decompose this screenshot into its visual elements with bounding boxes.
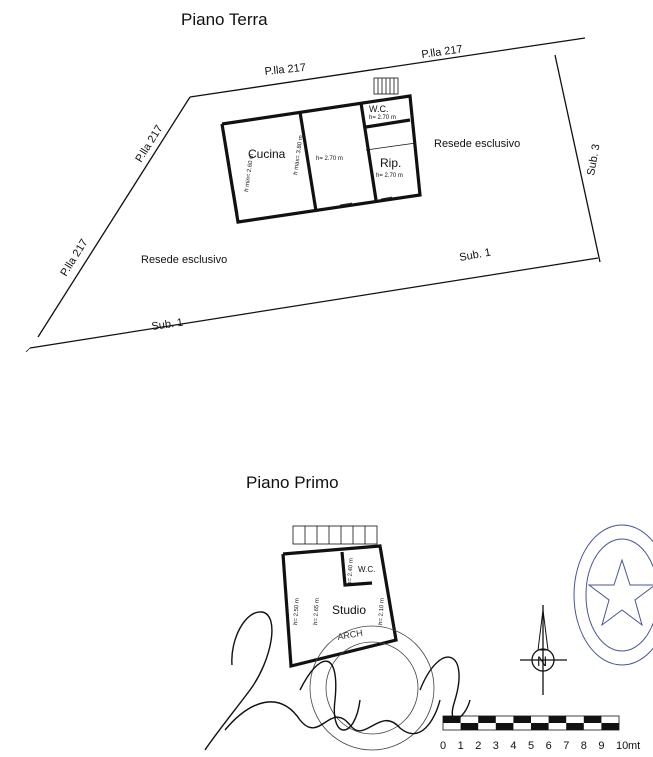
yard-label: Resede esclusivo — [141, 254, 227, 266]
first-floor-building — [281, 525, 398, 669]
stamp-text: ARCH — [337, 628, 364, 642]
room-label-wc: W.C. — [358, 565, 375, 574]
boundary-east — [554, 54, 601, 263]
height-label: h= 2.40 m — [347, 558, 355, 585]
signature — [204, 611, 471, 751]
boundary-south — [29, 257, 599, 349]
first-floor-title: Piano Primo — [246, 473, 339, 492]
boundary-north — [189, 37, 586, 98]
scale-tick-label: 3 — [493, 740, 499, 752]
scale-tick-label: 10 — [616, 740, 628, 752]
ground-floor-building — [220, 77, 422, 224]
room-label-studio: Studio — [332, 603, 366, 617]
site-boundary — [25, 37, 601, 353]
scale-tick-label: 5 — [528, 740, 534, 752]
wall-wc-storage — [365, 118, 411, 129]
room-label-kitchen: Cucina — [248, 147, 286, 161]
height-label: h= 2.70 m — [369, 115, 396, 121]
scale-tick-label: 9 — [598, 740, 604, 752]
scale-tick-label: 8 — [581, 740, 587, 752]
north-arrow-icon: N — [520, 605, 567, 695]
wall-kitchen-central — [298, 111, 318, 212]
parcel-label: P.lla 217 — [264, 62, 306, 78]
parcel-label: P.lla 217 — [421, 43, 464, 61]
boundary-tick — [25, 347, 31, 353]
ground-floor-title: Piano Terra — [181, 10, 268, 29]
height-label: h= 2.70 m — [316, 156, 343, 162]
boundary-west — [37, 96, 191, 338]
height-label: h max= 3.80 m — [293, 135, 304, 175]
room-label-wc: W.C. — [369, 104, 389, 114]
compass-letter: N — [537, 653, 547, 669]
stair-block — [292, 525, 378, 545]
first-floor-plan: Piano Primo Studio W.C. h= 2.50 m h= 2.6… — [246, 473, 398, 669]
scale-tick-label: 4 — [510, 740, 516, 752]
sub-label: Sub. 1 — [458, 247, 491, 264]
height-label: h= 2.65 m — [313, 598, 321, 625]
scale-unit: mt — [628, 740, 640, 752]
room-label-storage: Rip. — [380, 156, 401, 170]
sub-label: Sub. 1 — [151, 317, 184, 333]
height-label: h= 2.50 m — [293, 598, 301, 625]
scale-tick-label: 6 — [546, 740, 552, 752]
building-outline — [220, 94, 422, 224]
height-label: h= 2.70 m — [376, 173, 403, 179]
parcel-label: P.lla 217 — [58, 237, 90, 278]
height-label: h= 2.10 m — [378, 598, 386, 625]
blue-stamp-seal — [573, 524, 653, 666]
scale-tick-label: 7 — [563, 740, 569, 752]
scale-tick-label: 1 — [458, 740, 464, 752]
round-stamp-seal: ARCH — [309, 625, 435, 751]
height-label: h min= 2.60 m — [244, 154, 255, 193]
ground-floor-plan: Piano Terra P.lla 217 P.lla 217 P.lla 21… — [25, 10, 602, 353]
wall-storage-top — [365, 142, 417, 151]
wall-central-east — [359, 102, 378, 201]
building-outline — [281, 544, 398, 669]
scale-tick-label: 2 — [475, 740, 481, 752]
sub-label: Sub. 3 — [585, 143, 602, 176]
wc-wall — [340, 551, 373, 587]
scale-tick-label: 0 — [440, 740, 446, 752]
yard-label: Resede esclusivo — [434, 138, 520, 150]
